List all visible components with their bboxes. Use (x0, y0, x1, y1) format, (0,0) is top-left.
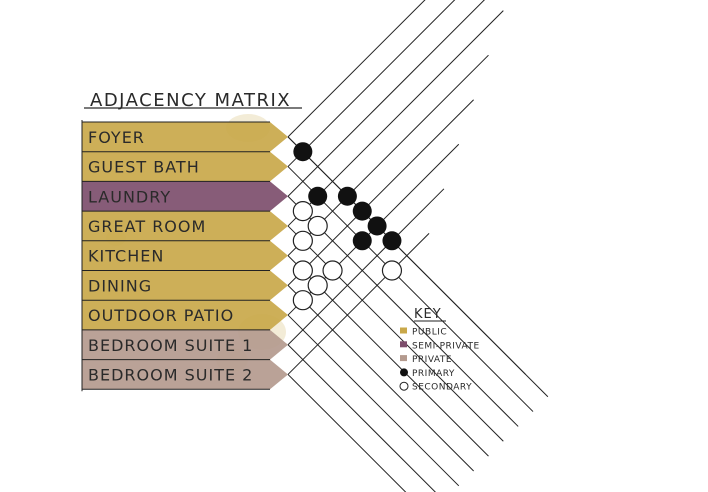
room-label: GREAT ROOM (88, 217, 206, 236)
room-label: BEDROOM SUITE 1 (88, 336, 253, 355)
legend-title: KEY (414, 307, 442, 322)
primary-adjacency-mark (352, 201, 372, 221)
legend-label: PRIMARY (412, 369, 455, 379)
secondary-adjacency-mark (307, 275, 328, 296)
primary-adjacency-mark (352, 231, 372, 251)
room-bands (82, 122, 288, 390)
grid-line (287, 188, 445, 346)
room-label: OUTDOOR PATIO (88, 306, 234, 325)
grid-line (287, 0, 456, 167)
grid-line (287, 314, 460, 487)
room-band (82, 151, 288, 182)
legend-label: PRIVATE (412, 355, 452, 365)
secondary-adjacency-mark (307, 215, 328, 237)
adjacency-marks (292, 142, 403, 311)
room-band (82, 300, 288, 330)
primary-adjacency-mark (382, 231, 402, 251)
primary-adjacency-mark (337, 186, 357, 206)
room-band (82, 240, 288, 271)
secondary-adjacency-mark (292, 230, 313, 251)
diagram-title: ADJACENCY MATRIX (90, 90, 291, 111)
grid-line (287, 225, 504, 442)
primary-adjacency-mark (293, 142, 313, 162)
room-band (82, 122, 288, 152)
room-band (82, 359, 288, 390)
legend-swatch (400, 327, 407, 334)
primary-adjacency-mark (308, 186, 328, 206)
room-label: GUEST BATH (88, 158, 200, 177)
room-band (82, 181, 288, 212)
legend-secondary-symbol (399, 381, 409, 391)
secondary-adjacency-mark (322, 260, 343, 281)
secondary-adjacency-mark (292, 260, 313, 281)
secondary-adjacency-mark (292, 290, 313, 311)
secondary-adjacency-mark (292, 201, 313, 222)
secondary-adjacency-mark (381, 260, 403, 281)
room-label: LAUNDRY (88, 187, 171, 206)
grid-line (287, 99, 474, 286)
grid-line (287, 166, 534, 412)
grid-line (287, 374, 407, 492)
legend: KEY PUBLIC SEMI-PRIVATE PRIVATE PRIMARY SECON… (399, 307, 480, 393)
grid-line (287, 284, 474, 472)
primary-adjacency-mark (367, 216, 387, 236)
room-band (82, 211, 288, 241)
matrix-grid (81, 0, 549, 492)
room-label: BEDROOM SUITE 2 (88, 365, 253, 384)
legend-label: PUBLIC (412, 328, 447, 338)
grid-line (287, 0, 485, 197)
legend-swatch (400, 355, 407, 362)
room-labels: FOYER GUEST BATH LAUNDRY GREAT ROOM KITCHEN D… (88, 128, 253, 385)
room-label: DINING (88, 276, 152, 295)
room-band (82, 270, 288, 301)
room-label: KITCHEN (88, 247, 164, 266)
legend-label: SEMI-PRIVATE (412, 341, 480, 351)
grid-line (287, 136, 526, 375)
grid-line (287, 233, 430, 375)
legend-primary-symbol (400, 368, 408, 377)
grid-line (287, 195, 519, 427)
grid-line (287, 0, 426, 138)
room-band (82, 329, 288, 360)
grid-line (287, 344, 436, 492)
legend-label: SECONDARY (412, 383, 472, 393)
room-label: FOYER (88, 128, 145, 147)
legend-swatch (400, 341, 407, 348)
